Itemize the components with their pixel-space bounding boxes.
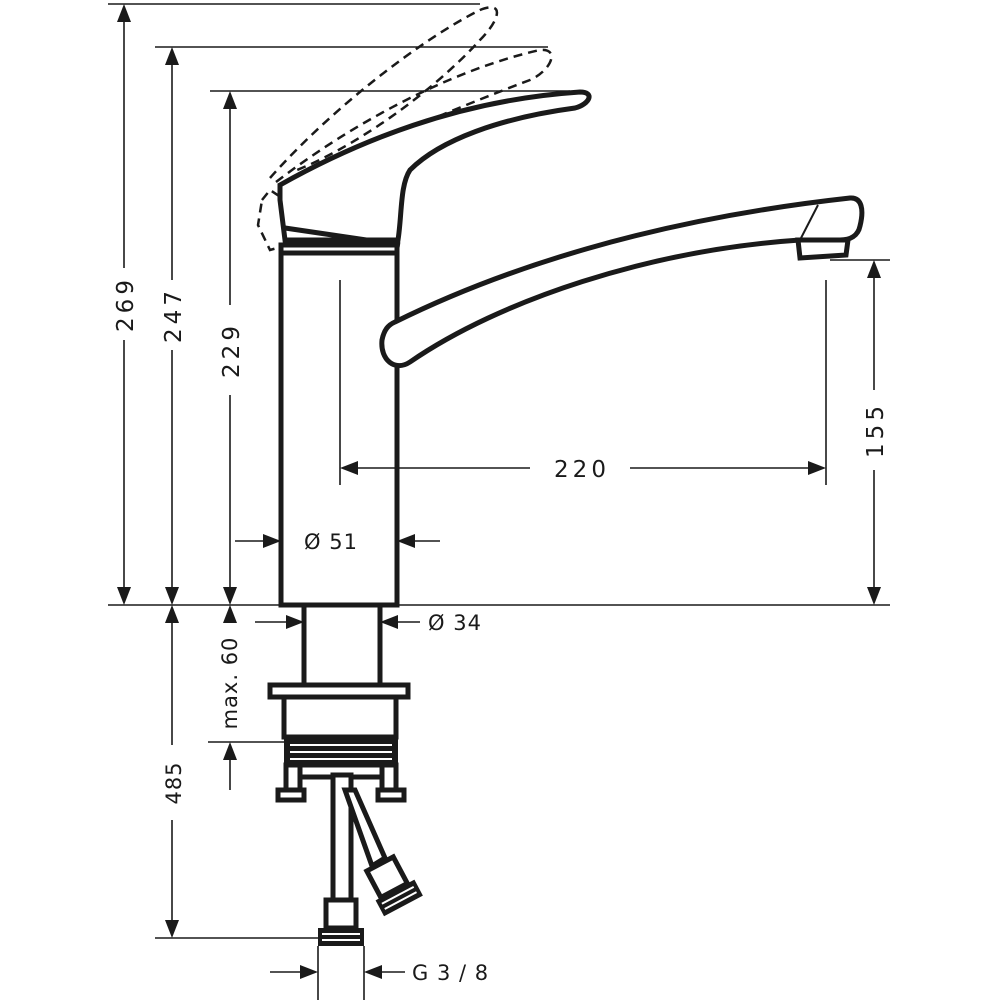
shank (301, 602, 383, 688)
faucet-outline (256, 6, 865, 946)
label-connection-thread: G 3 / 8 (412, 961, 489, 985)
hose-connector-angled (363, 853, 423, 917)
label-hose-length-485: 485 (162, 761, 186, 804)
hose-angled (341, 787, 389, 870)
label-height-247: 247 (161, 287, 187, 343)
mounting-shank-lower (281, 694, 399, 740)
lever-open-position-dashed (269, 6, 499, 179)
label-reach-220: 220 (554, 457, 610, 483)
label-max-thickness: max. 60 (218, 637, 242, 730)
label-height-229: 229 (219, 322, 245, 378)
label-height-269: 269 (113, 276, 139, 332)
aerator (795, 237, 851, 261)
extension-lines (108, 3, 890, 1000)
lever-handle (277, 89, 592, 243)
faucet-body (278, 242, 400, 608)
label-spout-height-155: 155 (863, 402, 889, 458)
hose-connector-straight (318, 928, 364, 946)
dimension-lines (117, 4, 881, 979)
label-shank-diameter: Ø 34 (428, 611, 482, 635)
dimension-labels: 269 247 229 155 220 Ø 51 Ø 34 max. 60 48… (113, 276, 889, 985)
spout (379, 195, 865, 369)
hose-fitting-straight (323, 897, 359, 931)
label-body-diameter: Ø 51 (304, 530, 358, 554)
